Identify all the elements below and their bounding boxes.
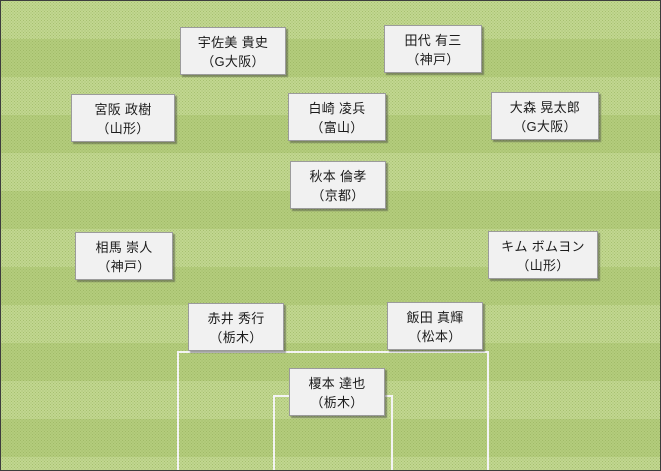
- goal-area-left-line: [273, 395, 275, 470]
- player-card-forward-right[interactable]: 田代 有三 （神戸）: [384, 25, 482, 73]
- player-card-midfield-center[interactable]: 白崎 凌兵 （富山）: [288, 93, 386, 141]
- player-club: （G大阪）: [513, 119, 577, 134]
- player-club: （富山）: [310, 120, 364, 135]
- player-club: （松本）: [408, 329, 462, 344]
- player-club: （G大阪）: [201, 54, 265, 69]
- player-name: 秋本 倫孝: [309, 169, 367, 184]
- player-club: （神戸）: [406, 52, 460, 67]
- player-card-defender-left[interactable]: 相馬 崇人 （神戸）: [75, 232, 173, 280]
- player-name: 榎本 達也: [308, 376, 366, 391]
- penalty-area-right-line: [487, 351, 489, 470]
- player-card-centre-back-left[interactable]: 赤井 秀行 （栃木）: [188, 303, 284, 351]
- player-card-defensive-midfield[interactable]: 秋本 倫孝 （京都）: [290, 161, 386, 209]
- pitch-stripe: [1, 1, 660, 39]
- goal-area-right-line: [391, 395, 393, 470]
- player-card-midfield-left[interactable]: 宮阪 政樹 （山形）: [71, 94, 175, 142]
- player-card-forward-left[interactable]: 宇佐美 貴史 （G大阪）: [180, 27, 286, 75]
- penalty-area-top-line: [177, 351, 489, 353]
- player-card-goalkeeper[interactable]: 榎本 達也 （栃木）: [289, 368, 385, 416]
- player-club: （山形）: [96, 121, 150, 136]
- player-name: 飯田 真輝: [406, 310, 464, 325]
- player-card-centre-back-right[interactable]: 飯田 真輝 （松本）: [387, 302, 483, 350]
- player-card-defender-right[interactable]: キム ボムヨン （山形）: [488, 231, 598, 279]
- player-name: 宮阪 政樹: [94, 102, 152, 117]
- penalty-area-left-line: [177, 351, 179, 470]
- pitch-stripe: [1, 305, 660, 343]
- player-name: キム ボムヨン: [501, 239, 585, 254]
- player-name: 宇佐美 貴史: [197, 35, 269, 50]
- player-name: 相馬 崇人: [95, 240, 153, 255]
- pitch-stripe: [1, 457, 660, 470]
- player-name: 大森 晃太郎: [509, 100, 581, 115]
- player-card-midfield-right[interactable]: 大森 晃太郎 （G大阪）: [491, 92, 599, 140]
- player-club: （栃木）: [310, 395, 364, 410]
- player-name: 田代 有三: [404, 33, 462, 48]
- player-club: （神戸）: [97, 259, 151, 274]
- player-club: （栃木）: [209, 330, 263, 345]
- player-club: （山形）: [516, 258, 570, 273]
- player-name: 赤井 秀行: [207, 311, 265, 326]
- player-name: 白崎 凌兵: [308, 101, 366, 116]
- player-club: （京都）: [311, 188, 365, 203]
